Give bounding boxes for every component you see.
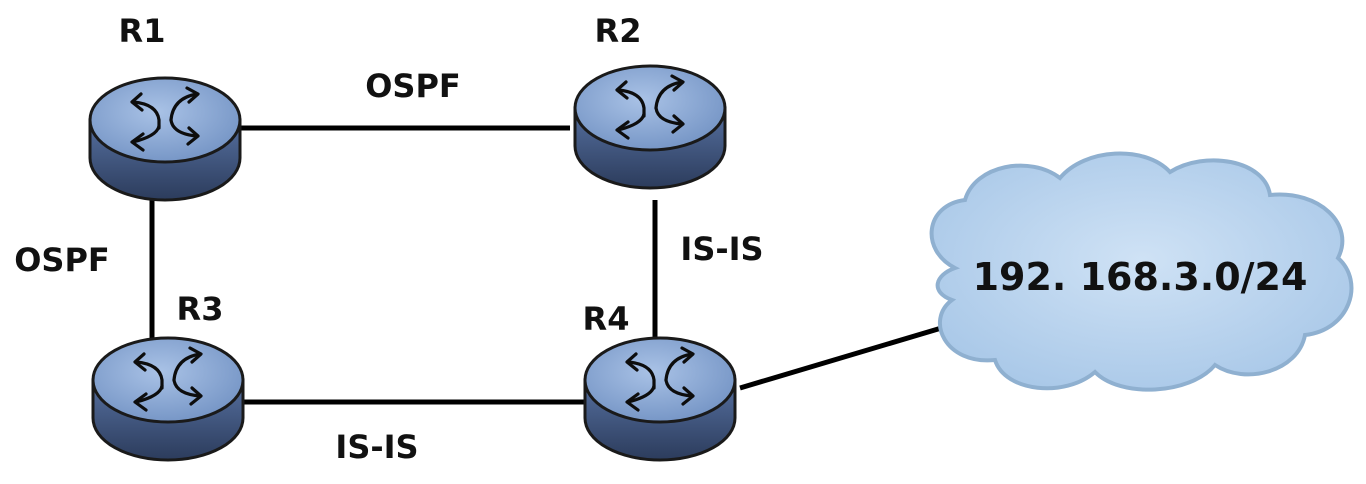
link-r1-r3-label: OSPF xyxy=(14,241,110,279)
router-r1-label: R1 xyxy=(119,12,166,50)
router-r4-label: R4 xyxy=(583,300,630,338)
router-r3-label: R3 xyxy=(177,290,224,328)
router-r3-icon xyxy=(91,336,245,462)
link-r4-network xyxy=(739,315,976,391)
link-r3-r4-label: IS-IS xyxy=(335,428,418,466)
router-r2-label: R2 xyxy=(595,12,642,50)
network-cloud xyxy=(929,151,1354,392)
router-r2-icon xyxy=(573,64,727,190)
router-r4-icon xyxy=(583,336,737,462)
link-r1-r2-label: OSPF xyxy=(365,67,461,105)
link-r2-r4-label: IS-IS xyxy=(680,230,763,268)
network-prefix-label: 192. 168.3.0/24 xyxy=(973,255,1308,299)
router-r1-icon xyxy=(88,76,242,202)
